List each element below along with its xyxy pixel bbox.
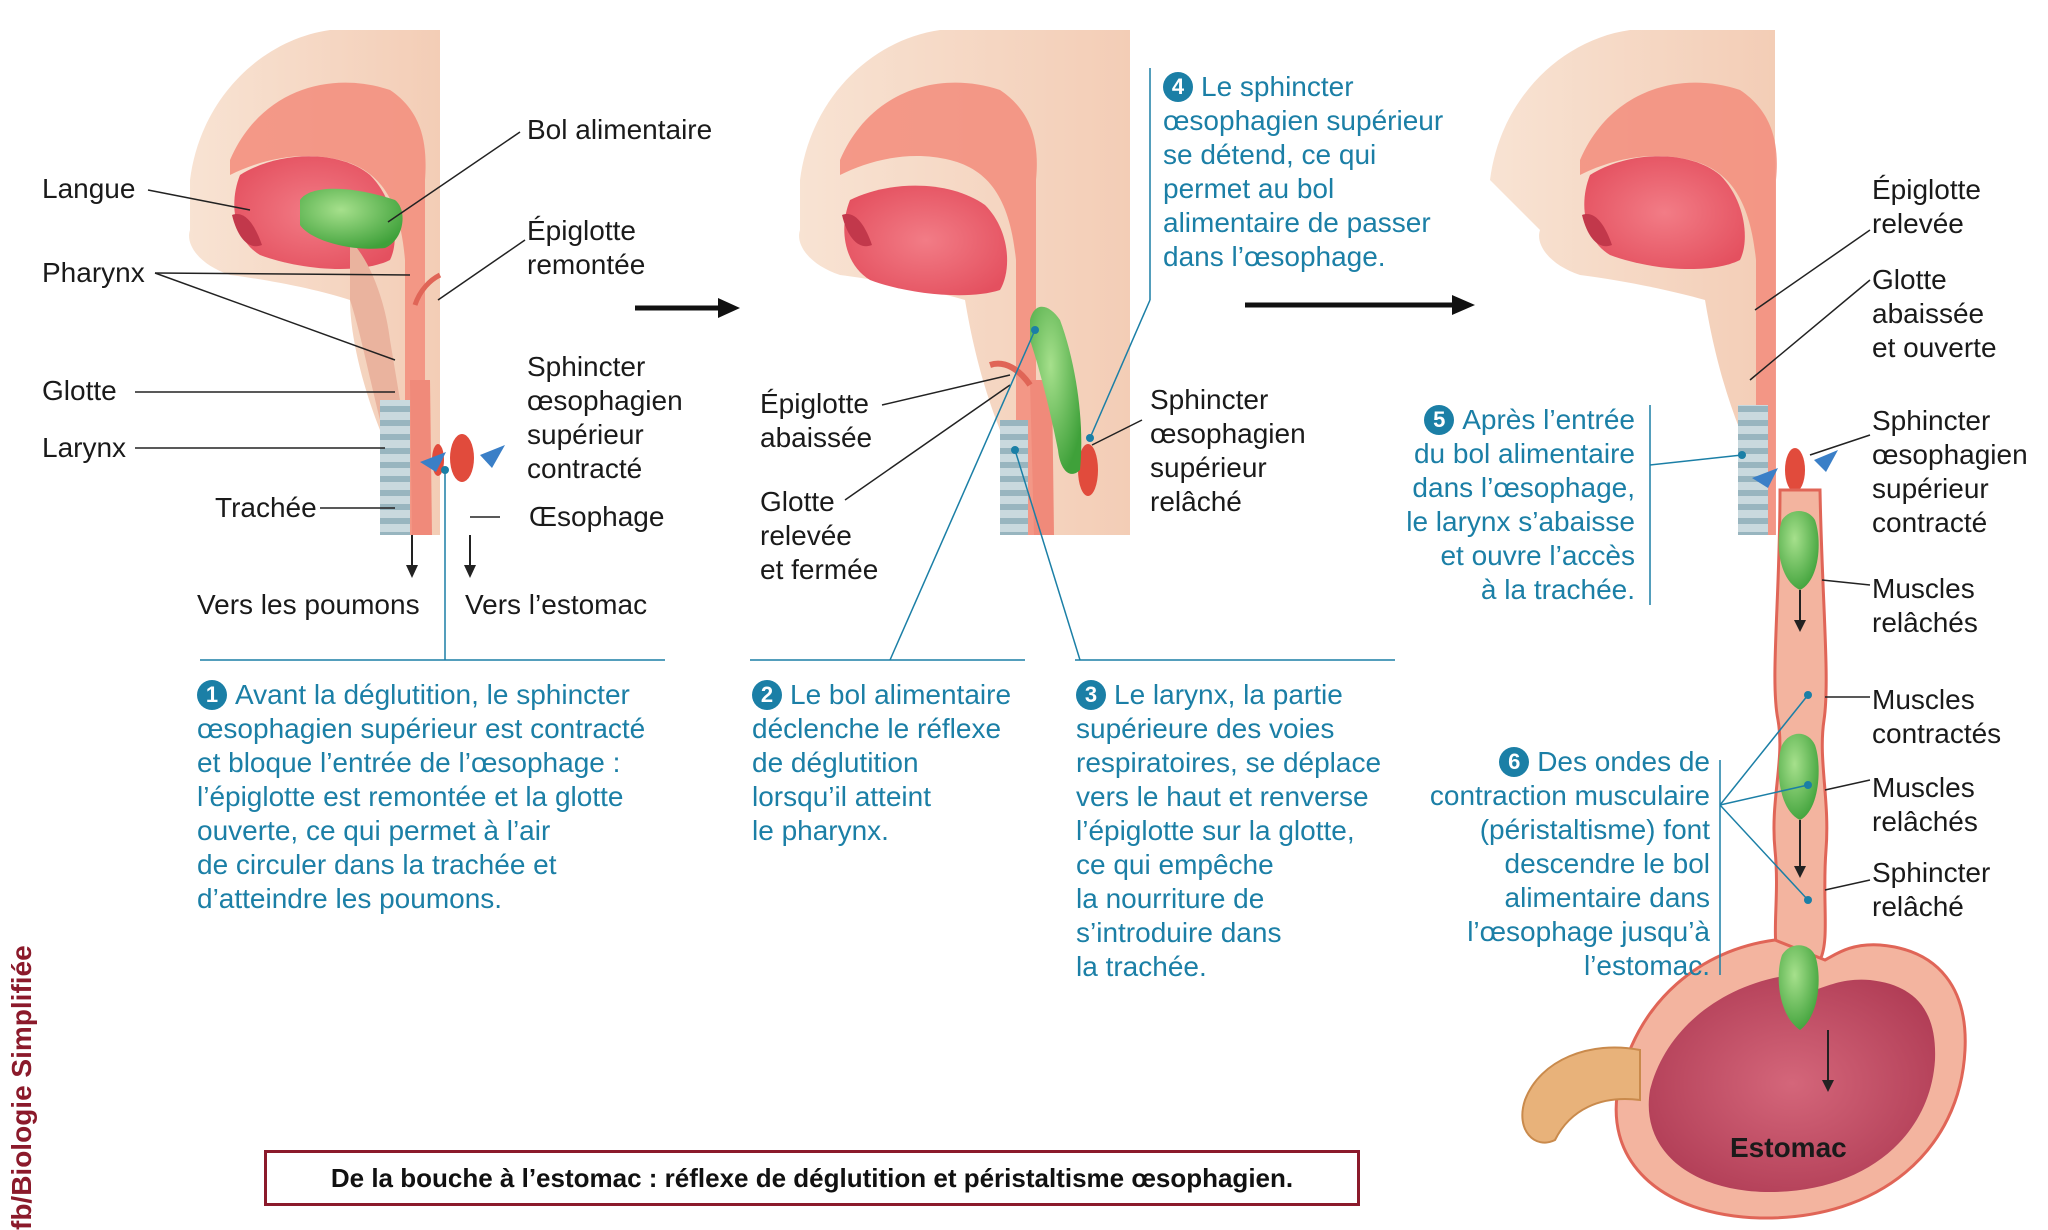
label-muscles-relaches-1: Muscles relâchés xyxy=(1872,573,1978,638)
step-2-line: le pharynx. xyxy=(752,815,889,846)
step-1-line: et bloque l’entrée de l’œsophage : xyxy=(197,747,621,778)
label-epiglotte-relevee: Épiglotte relevée xyxy=(1872,174,1981,239)
step-2-line: déclenche le réflexe xyxy=(752,713,1002,744)
step-3-line: la nourriture de xyxy=(1076,883,1265,914)
step-3-text: 3 Le larynx, la partie supérieure des voi… xyxy=(1076,678,1381,984)
step-3-badge: 3 xyxy=(1076,680,1106,710)
step-3-line: supérieure des voies xyxy=(1076,713,1335,744)
step-3-line: Le larynx, la partie xyxy=(1114,679,1343,710)
step-5-line: Après l’entrée xyxy=(1462,404,1635,435)
step-4-line: Le sphincter xyxy=(1201,71,1354,102)
label-muscles-relaches-2: Muscles relâchés xyxy=(1872,772,1978,837)
figure-caption: De la bouche à l’estomac : réflexe de dé… xyxy=(264,1150,1360,1206)
step-6-line: l’estomac. xyxy=(1583,950,1710,981)
step-4-line: œsophagien supérieur xyxy=(1163,105,1444,136)
step-3-line: s’introduire dans xyxy=(1076,917,1282,948)
head-panel-3 xyxy=(1490,30,1967,1220)
label-sphincter-contracte-1: Sphincter œsophagien supérieur contracté xyxy=(527,351,683,484)
step-3-line: la trachée. xyxy=(1076,951,1207,982)
label-glotte-relevee-fermee: Glotte relevée et fermée xyxy=(760,486,879,585)
label-muscles-contractes: Muscles contractés xyxy=(1872,684,2002,749)
label-sphincter-contracte-3: Sphincter œsophagien supérieur contracté xyxy=(1872,405,2028,538)
label-pharynx: Pharynx xyxy=(42,257,145,288)
step-3-line: ce qui empêche xyxy=(1076,849,1274,880)
step-6-line: descendre le bol xyxy=(1504,848,1710,879)
step-6-line: contraction musculaire xyxy=(1429,780,1710,811)
step-1-line: Avant la déglutition, le sphincter xyxy=(235,679,630,710)
step-5-line: le larynx s’abaisse xyxy=(1406,506,1635,537)
label-glotte-abaissee-ouverte: Glotte abaissée et ouverte xyxy=(1872,264,1997,363)
label-vers-les-poumons: Vers les poumons xyxy=(197,589,420,620)
step-leaders xyxy=(200,68,1809,975)
step-1-line: l’épiglotte est remontée et la glotte xyxy=(197,781,624,812)
label-glotte: Glotte xyxy=(42,375,117,406)
step-2-line: Le bol alimentaire xyxy=(790,679,1012,710)
step-1-line: de circuler dans la trachée et xyxy=(197,849,557,880)
step-3-line: vers le haut et renverse xyxy=(1076,781,1369,812)
head-panel-2 xyxy=(799,30,1130,535)
step-5-line: du bol alimentaire xyxy=(1413,438,1635,469)
side-credit: fb/Biologie Simplifiée xyxy=(6,945,37,1230)
step-6-line: l’œsophage jusqu’à xyxy=(1467,916,1710,947)
step-4-line: alimentaire de passer xyxy=(1163,207,1431,238)
step-1-badge: 1 xyxy=(197,680,227,710)
label-sphincter-relache-3: Sphincter relâché xyxy=(1872,857,1991,922)
step-6-line: alimentaire dans xyxy=(1504,882,1710,913)
step-3-line: l’épiglotte sur la glotte, xyxy=(1076,815,1355,846)
step-5-line: et ouvre l’accès xyxy=(1440,540,1635,571)
step-4-line: dans l’œsophage. xyxy=(1163,241,1386,272)
label-epiglotte-abaissee: Épiglotte abaissée xyxy=(760,388,873,453)
step-2-line: de déglutition xyxy=(752,747,919,778)
label-sphincter-relache-2: Sphincter œsophagien supérieur relâché xyxy=(1150,384,1306,517)
step-4-text: 4 Le sphincter œsophagien supérieur se dé… xyxy=(1163,70,1443,274)
step-4-line: se détend, ce qui xyxy=(1163,139,1377,170)
step-6-line: Des ondes de xyxy=(1537,746,1710,777)
step-2-line: lorsqu’il atteint xyxy=(752,781,931,812)
label-bol-alimentaire: Bol alimentaire xyxy=(527,114,713,145)
step-6-badge: 6 xyxy=(1499,747,1530,777)
label-leaders xyxy=(135,131,1871,891)
step-arrow-2 xyxy=(1245,295,1475,315)
label-oesophage: Œsophage xyxy=(529,501,665,532)
step-4-line: permet au bol xyxy=(1163,173,1335,204)
step-6-line: (péristaltisme) font xyxy=(1479,814,1710,845)
step-4-badge: 4 xyxy=(1163,72,1193,102)
label-langue: Langue xyxy=(42,173,136,204)
label-vers-l-estomac: Vers l’estomac xyxy=(465,589,648,620)
step-2-text: 2 Le bol alimentaire déclenche le réflexe… xyxy=(752,678,1011,848)
head-panel-1 xyxy=(189,30,505,578)
step-5-line: dans l’œsophage, xyxy=(1412,472,1635,503)
step-5-line: à la trachée. xyxy=(1480,574,1635,605)
label-epiglotte-remontee: Épiglotte remontée xyxy=(527,215,646,280)
step-1-line: œsophagien supérieur est contracté xyxy=(197,713,646,744)
label-estomac: Estomac xyxy=(1730,1132,1847,1163)
step-1-line: ouverte, ce qui permet à l’air xyxy=(197,815,551,846)
step-1-text: 1 Avant la déglutition, le sphincter œsop… xyxy=(197,678,645,916)
step-5-badge: 5 xyxy=(1424,405,1455,435)
step-leader-dots xyxy=(441,326,1812,904)
step-2-badge: 2 xyxy=(752,680,782,710)
step-arrow-1 xyxy=(635,298,740,318)
step-3-line: respiratoires, se déplace xyxy=(1076,747,1382,778)
step-1-line: d’atteindre les poumons. xyxy=(197,883,503,914)
label-larynx: Larynx xyxy=(42,432,127,463)
label-trachee: Trachée xyxy=(215,492,317,523)
